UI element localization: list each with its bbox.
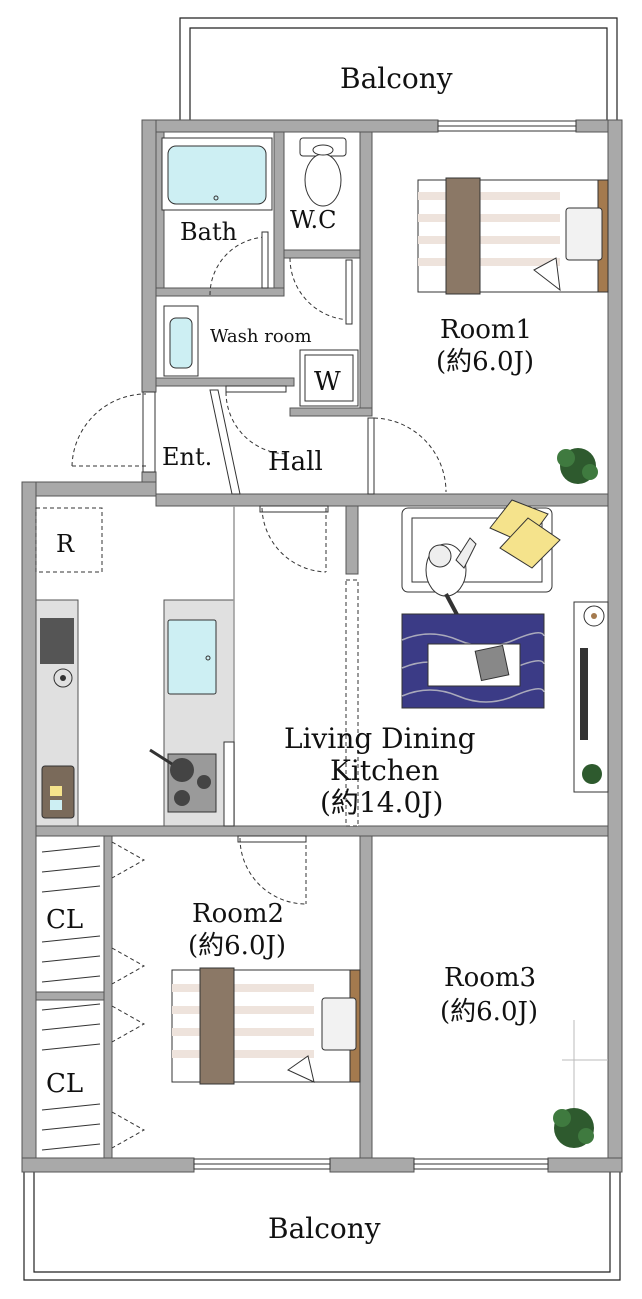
ldk-line1: Living Dining [284, 722, 476, 755]
closet-1-lines [41, 841, 146, 985]
ldk-door-swing [261, 507, 327, 573]
bath-door[interactable] [261, 231, 269, 289]
plant-icon [553, 1020, 608, 1148]
windows [142, 120, 577, 1170]
interior-walls [35, 131, 609, 1159]
ldk-size: (約14.0J) [320, 786, 443, 819]
closet-2-lines [41, 1003, 146, 1151]
ldk-line2: Kitchen [330, 754, 439, 787]
plant-icon [557, 448, 598, 484]
entrance-step [209, 389, 241, 495]
cushion-icon [489, 499, 561, 569]
toilet-icon [299, 137, 347, 207]
wc-label: W.C [290, 206, 336, 234]
room1-door-swing [373, 417, 447, 493]
washer-label: W [314, 367, 341, 397]
wash-room-door[interactable] [225, 385, 287, 393]
ldk-door[interactable] [259, 505, 329, 513]
closet-1-label: CL [46, 905, 83, 935]
kitchen-counter-left [35, 599, 79, 827]
balcony-top [179, 17, 618, 120]
room1-size: (約6.0J) [436, 347, 534, 377]
kitchen-island [149, 599, 235, 827]
closet-2-label: CL [46, 1069, 83, 1099]
entrance-door-swing [71, 393, 147, 467]
wc-door-swing [289, 257, 353, 321]
room1-door[interactable] [367, 417, 375, 495]
entrance-label: Ent. [162, 443, 212, 471]
wash-room-door-swing [225, 391, 289, 455]
balcony-bottom [23, 1170, 621, 1281]
tv-stand [573, 601, 609, 793]
room2-size: (約6.0J) [188, 931, 286, 961]
bed-room1 [417, 177, 609, 295]
person-icon [425, 537, 477, 625]
sink-icon [163, 305, 199, 377]
washer-box [299, 349, 359, 407]
rug [401, 613, 545, 709]
room3-size: (約6.0J) [440, 997, 538, 1027]
sliding-door-ldk[interactable] [345, 579, 359, 827]
room1-name: Room1 [440, 315, 532, 345]
storage-r-box [35, 507, 103, 573]
room2-door-swing [239, 837, 307, 905]
wc-door[interactable] [345, 259, 353, 325]
bed-room2 [171, 967, 361, 1085]
storage-r-label: R [56, 530, 75, 558]
room2-name: Room2 [192, 899, 284, 929]
room3-name: Room3 [444, 963, 536, 993]
wash-room-label: Wash room [210, 326, 312, 347]
bath-label: Bath [180, 218, 237, 246]
hall-label: Hall [268, 447, 323, 477]
room2-door[interactable] [237, 835, 307, 843]
bathtub [161, 137, 273, 211]
bath-door-swing [209, 236, 269, 296]
